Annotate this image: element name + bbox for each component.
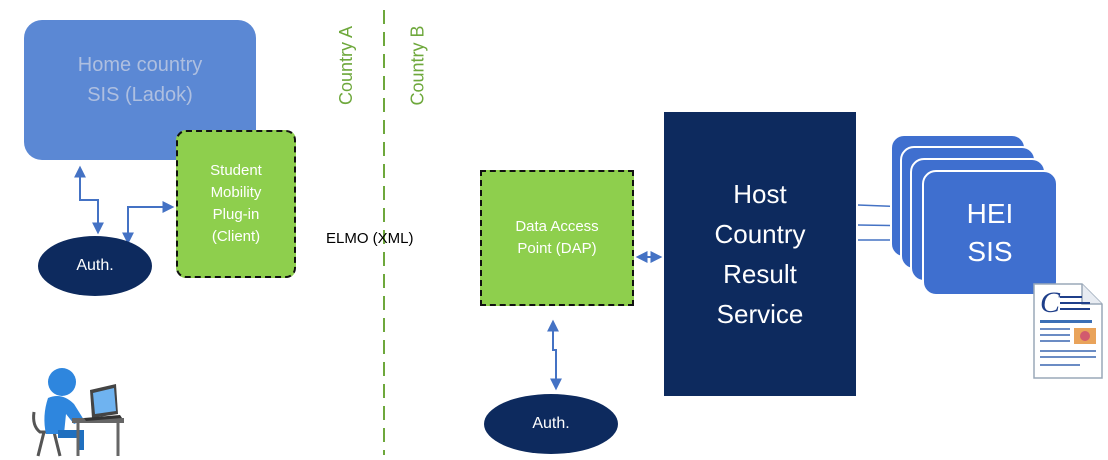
hei-line1: HEI [966,198,1014,229]
hei-line2: SIS [967,236,1013,267]
home-sis-line2: SIS (Ladok) [87,84,193,106]
auth-ellipse-dap: Auth. [484,394,618,454]
country-a-wrapper: Country A [307,25,387,104]
auth-ellipse-left: Auth. [38,236,152,296]
host-country-result-service-box: Host Country Result Service [664,112,856,396]
arrow-auth-plugin [122,201,175,245]
host-line4: Service [716,299,804,329]
plugin-line2: Mobility [210,184,262,201]
transcript-document-icon: C [1033,283,1103,379]
dap-line2: Point (DAP) [517,240,597,257]
auth-left-label: Auth. [76,257,114,274]
dap-line1: Data Access [515,218,599,235]
country-b-label: Country B [407,24,428,106]
hei-sis-card: HEI SIS [922,170,1058,296]
country-b-wrapper: Country B [378,25,458,105]
host-line2: Country [714,219,806,249]
elmo-xml-label: ELMO (XML) [326,230,414,247]
student-mobility-plugin-box: Student Mobility Plug-in (Client) [176,130,296,278]
plugin-line3: Plug-in [212,206,260,223]
arrow-sis-auth [74,165,104,235]
user-at-laptop-icon [32,368,124,457]
host-line3: Result [723,259,797,289]
arrow-dap-auth [547,319,562,391]
host-line1: Host [733,179,787,209]
home-country-sis-box: Home country SIS (Ladok) [24,20,256,160]
home-sis-line1: Home country [77,54,203,76]
plugin-line4: (Client) [211,228,261,245]
auth-dap-label: Auth. [532,415,570,432]
data-access-point-box: Data Access Point (DAP) [480,170,634,306]
svg-text:C: C [1040,286,1061,319]
country-a-label: Country A [336,25,357,105]
plugin-line1: Student [210,162,262,179]
